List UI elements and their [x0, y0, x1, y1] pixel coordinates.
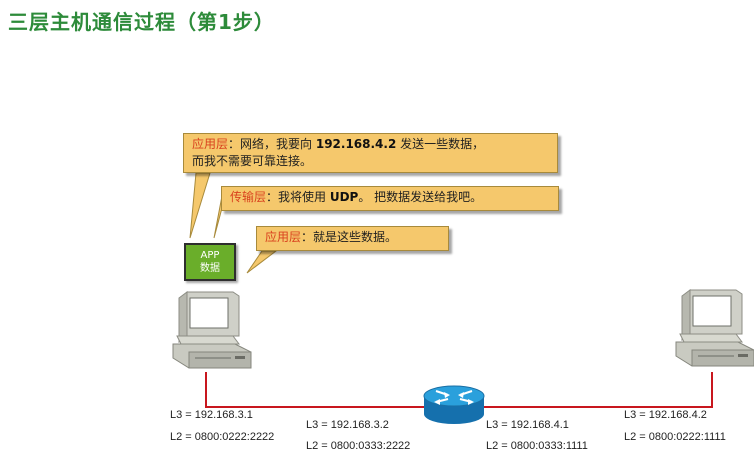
bubble-text: ：就是这些数据。 [301, 230, 398, 244]
router-right-l2-address: L2 = 0800:0333:1111 [486, 440, 588, 452]
desktop-computer-icon [172, 291, 252, 369]
bubble-text: ：网络，我要向 [228, 137, 316, 151]
bubble-text: ：我将使用 [266, 190, 330, 204]
host-left-l3-address: L3 = 192.168.3.1 [170, 409, 253, 421]
app-box-data-label: 数据 [200, 263, 220, 274]
link-left [205, 372, 430, 408]
router-left-l2-address: L2 = 0800:0333:2222 [306, 440, 411, 452]
desktop-computer-icon [675, 289, 754, 367]
layer-name: 传输层 [230, 190, 267, 204]
page-title: 三层主机通信过程（第1步） [8, 10, 275, 34]
destination-ip: 192.168.4.2 [315, 137, 397, 151]
protocol-name: UDP [329, 190, 359, 204]
host-left-l2-address: L2 = 0800:0222:2222 [170, 431, 275, 443]
router-icon [423, 385, 485, 424]
layer-name: 应用层 [265, 230, 302, 244]
bubble-line-2: 而我不需要可靠连接。 [192, 154, 313, 169]
bubble-application-layer-request: 应用层：网络，我要向 192.168.4.2 发送一些数据， 而我不需要可靠连接… [183, 133, 558, 173]
layer-name: 应用层 [192, 137, 229, 151]
router-left-l3-address: L3 = 192.168.3.2 [306, 419, 389, 431]
app-data-box: APP 数据 [184, 243, 236, 281]
host-right-l3-address: L3 = 192.168.4.2 [624, 409, 707, 421]
network-links [205, 372, 713, 408]
bubble-transport-layer: 传输层：我将使用 UDP。 把数据发送给我吧。 [221, 186, 559, 211]
link-right [478, 372, 713, 408]
router-right-l3-address: L3 = 192.168.4.1 [486, 419, 569, 431]
host-right-l2-address: L2 = 0800:0222:1111 [624, 431, 726, 443]
bubble-application-layer-data: 应用层：就是这些数据。 [256, 226, 449, 251]
bubble-tail-app1 [189, 172, 211, 239]
bubble-text: 。 把数据发送给我吧。 [358, 190, 483, 204]
bubble-text: 发送一些数据， [396, 137, 485, 151]
bubble-tail-app2 [246, 250, 278, 274]
bubble-line-1: 应用层：网络，我要向 192.168.4.2 发送一些数据， [192, 136, 549, 153]
app-box-label: APP [200, 250, 220, 261]
